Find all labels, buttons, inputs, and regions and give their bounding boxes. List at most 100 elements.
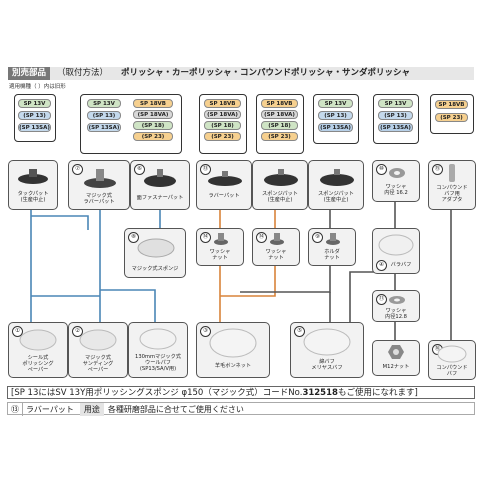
item-number: ② [72,326,83,337]
model-group-3: SP 18VB (SP 18VA) (SP 18) (SP 23) [199,94,247,154]
item-1-card: ① シール式 ポリッシング ペーパー [8,322,68,378]
item-7-card: ⑦ マジック式 ラバーパット [68,160,130,210]
item-label: マジック式 サンディング ペーパー [82,355,114,373]
wool-buff-icon [139,328,177,350]
rubber-pad-icon [84,169,116,188]
line-orange-3 [220,265,276,297]
tack-pad-label: タックパット (生産中止) [17,191,49,203]
washer-icon [389,296,405,304]
item-8-card: ⑧ マジック式スポンジ [124,228,186,278]
item-number: ⑮ [432,164,443,175]
model-group-7: SP 18VB (SP 23) [430,94,474,134]
washer-nut-icon [214,233,228,245]
model-chip: (SP 18) [133,121,173,130]
usage-item-name: ラバーパット [22,403,80,416]
item-2-card: ② マジック式 サンディング ペーパー [68,322,128,378]
section-title: 別売部品 [8,67,51,80]
model-chip: (SP 23) [204,132,241,141]
item-number: ⑥ [134,164,145,175]
cotton-buff-icon [303,328,351,356]
item-number: ⑬ [200,164,211,175]
item-number: ③ [200,326,211,337]
item-14b-card: ⑭ ワッシャ ナット [252,228,300,266]
item-11-card: ⑪ ワッシャ 内径12.8 [372,290,420,322]
nut-icon [388,345,404,359]
section-applicable-list: ポリッシャ・カーポリッシャ・コンパウンドポリッシャ・サンダポリッシャ [120,68,410,78]
usage-key: 用途 [79,403,104,416]
item-label: スポンジパット (生産中止) [261,191,298,203]
item-9-card: ⑨ ホルダ ナット [308,228,356,266]
item-label: 130mmマジック式 ウールパフ (SP13/SA/V用) [135,354,181,372]
item-label: バラバフ [390,262,412,268]
hook-loop-pad-icon [144,169,176,187]
footer-note-text: [SP 13にはSV 13Y用ポリッシングスポンジ φ150（マジック式）コード… [11,388,303,398]
item-number: ⑭ [256,232,267,243]
usage-item-number: ⑬ [11,405,19,414]
item-6-card: ⑥ 面ファスナーパット [130,160,190,210]
item-10-card: ⑩ ワッシャ 内径 16.2 [372,160,420,202]
model-group-5: SP 13V (SP 13) (SP 13SA) [313,94,359,144]
item-label: ホルダ ナット [324,249,340,261]
compound-buff-icon [437,345,467,363]
item-16-card: ⑯ コンパウンド バフ [428,340,476,380]
model-group-1: SP 13V (SP 13) (SP 13SA) [14,94,56,142]
item-label: ワッシャ 内径12.8 [385,308,407,320]
model-chip: SP 13V [87,99,121,108]
item-label: M12ナット [382,364,410,370]
item-number: ① [12,326,23,337]
item-number: ⑨ [312,232,323,243]
sponge-icon [137,238,175,258]
buff-icon [378,234,414,256]
item-label: ワッシャ ナット [265,249,287,261]
model-chip: (SP 13SA) [318,123,353,132]
model-chip: SP 18VB [435,100,468,109]
item-label: 面ファスナーパット [136,195,184,201]
model-chip: SP 13V [378,99,413,108]
sanding-paper-icon [79,329,117,351]
model-group-6: SP 13V (SP 13) (SP 13SA) [373,94,419,144]
item-label: コンパウンド バフ用 アダプタ [436,185,468,203]
item-14a-card: ⑭ ワッシャ ナット [196,228,244,266]
item-label: マジック式スポンジ [131,266,179,272]
model-chip: (SP 18VA) [204,110,241,119]
footer-note-tail: もご使用になれます] [337,388,418,398]
model-group-4: SP 18VB (SP 18VA) (SP 18) (SP 23) [256,94,304,154]
item-12-card: M12ナット [372,340,420,376]
item-label: ワッシャ 内径 16.2 [384,184,408,196]
item-15-card: ⑮ コンパウンド バフ用 アダプタ [428,160,476,210]
rubber-pad-icon [208,171,242,186]
washer-nut-icon [270,233,284,245]
line-dark-2 [240,262,331,293]
item-number: ⑪ [376,294,387,305]
model-chip: (SP 23) [261,132,298,141]
item-label: シール式 ポリッシング ペーパー [22,355,54,373]
item-label: 綿バフ メリヤスバフ [311,359,343,371]
holder-nut-icon [326,233,340,245]
item-13-card: ⑬ ラバーパット [196,160,252,210]
tack-pad-card: タックパット (生産中止) [8,160,58,210]
item-3-card: ③ 羊毛ボンネット [196,322,270,378]
item-5-card: ⑤ 綿バフ メリヤスバフ [290,322,364,378]
sponge-pad-card-2: スポンジパット (生産中止) [308,160,364,210]
model-chip: (SP 18) [261,121,298,130]
legend-note: 適用機種（ ）内は旧形 [9,84,66,90]
section-method: （取付方法） [56,68,108,78]
item-label: ラバーパット [208,193,240,199]
item-number: ⑤ [294,326,305,337]
model-chip: (SP 18) [204,121,241,130]
section-header: 別売部品 （取付方法） ポリッシャ・カーポリッシャ・コンパウンドポリッシャ・サン… [8,67,474,80]
model-chip: (SP 18VA) [261,110,298,119]
polishing-paper-icon [19,329,57,351]
item-label: コンパウンド バフ [436,365,468,377]
wool-bonnet-icon [209,328,257,358]
model-chip: (SP 13) [18,111,51,120]
line-blue-5 [100,289,156,322]
item-label: 羊毛ボンネット [214,363,252,369]
usage-value: 各種研磨部品に合せてご使用ください [107,405,244,414]
item-number: ⑩ [376,164,387,175]
model-chip: SP 13V [318,99,353,108]
model-chip: (SP 13) [318,111,353,120]
item-4-card: ④ バラバフ [372,228,420,274]
item-label: ワッシャ ナット [209,249,231,261]
